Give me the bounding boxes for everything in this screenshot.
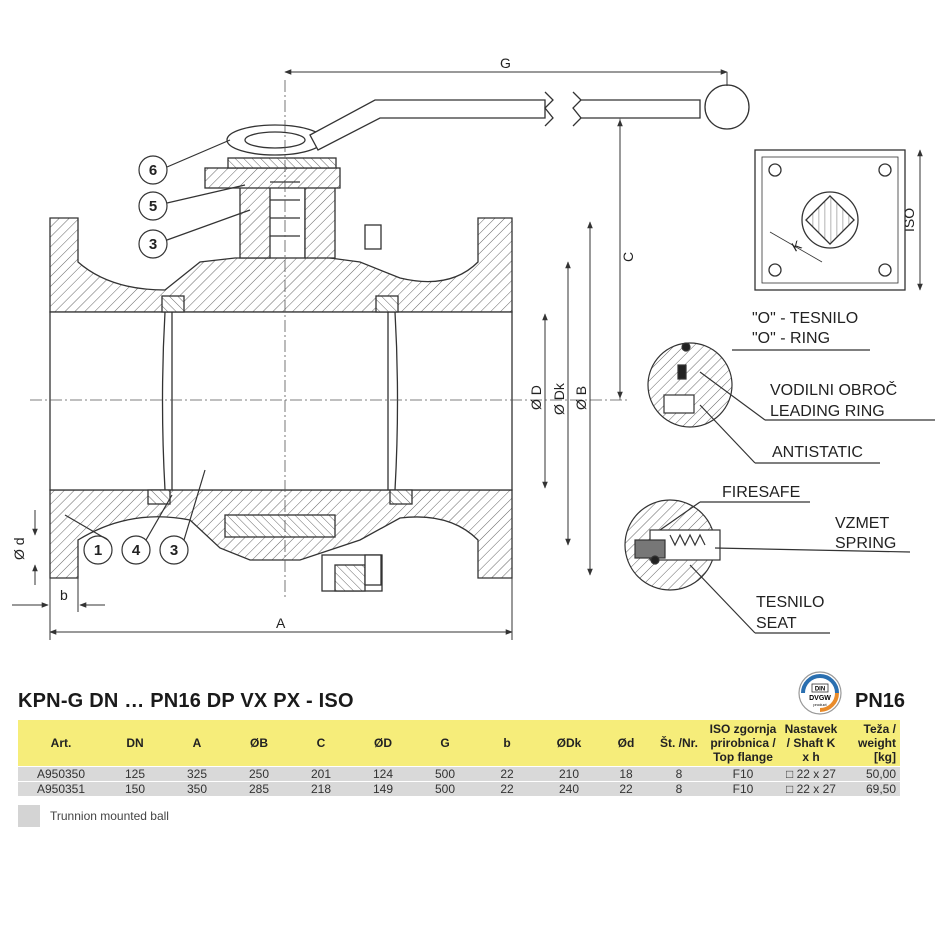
- dim-B: Ø B: [573, 386, 589, 410]
- spec-table: Art. DN A ØB C ØD G b ØDk Ød Št. /Nr. IS…: [18, 720, 900, 796]
- handle-lever: [226, 84, 750, 156]
- label-leading-si: VODILNI OBROČ: [770, 380, 897, 399]
- col-dk: ØDk: [538, 720, 600, 767]
- callout-5: 5: [149, 198, 157, 215]
- dim-d: Ø d: [11, 537, 27, 560]
- svg-text:DVGW: DVGW: [809, 695, 831, 702]
- dimension-lines: [12, 69, 923, 640]
- dim-G: G: [500, 55, 511, 71]
- col-d-dia: ØD: [352, 720, 414, 767]
- dim-Dk: Ø Dk: [551, 382, 567, 415]
- label-antistatic: ANTISTATIC: [772, 444, 863, 461]
- callout-4: 4: [132, 542, 141, 559]
- col-b-dia: ØB: [228, 720, 290, 767]
- callout-3a: 3: [149, 236, 157, 253]
- product-title: KPN-G DN … PN16 DP VX PX - ISO: [18, 690, 354, 712]
- col-nr: Št. /Nr.: [652, 720, 706, 767]
- col-shaft: Nastavek / Shaft K x h: [780, 720, 842, 767]
- dim-D: Ø D: [528, 385, 544, 410]
- label-firesafe: FIRESAFE: [722, 484, 800, 501]
- table-row: A950351 150 350 285 218 149 500 22 240 2…: [18, 781, 900, 796]
- col-a: A: [166, 720, 228, 767]
- col-c: C: [290, 720, 352, 767]
- svg-text:DIN: DIN: [815, 687, 825, 693]
- valve-body-section: [49, 157, 513, 592]
- callout-1: 1: [94, 542, 102, 559]
- callout-3b: 3: [170, 542, 178, 559]
- legend-swatch: [18, 805, 40, 827]
- dim-C: C: [620, 252, 636, 262]
- label-seat-si: TESNILO: [756, 594, 824, 611]
- din-dvgw-logo: DIN DVGW product: [798, 671, 842, 715]
- col-d: Ød: [600, 720, 652, 767]
- dim-b: b: [60, 587, 68, 603]
- col-dn: DN: [104, 720, 166, 767]
- valve-technical-drawing: G C A b Ø d Ø D Ø Dk Ø B ISO 6 5 3 1 4 3: [11, 55, 935, 640]
- spec-table-header: Art. DN A ØB C ØD G b ØDk Ød Št. /Nr. IS…: [18, 720, 900, 767]
- label-seat-en: SEAT: [756, 615, 797, 632]
- pressure-rating: PN16: [855, 690, 906, 712]
- label-spring-en: SPRING: [835, 535, 896, 552]
- col-art: Art.: [18, 720, 104, 767]
- col-iso: ISO zgornja prirobnica / Top flange: [706, 720, 780, 767]
- label-spring-si: VZMET: [835, 515, 889, 532]
- col-weight: Teža / weight [kg]: [842, 720, 900, 767]
- table-row: A950350 125 325 250 201 124 500 22 210 1…: [18, 766, 900, 782]
- dim-A: A: [276, 615, 286, 631]
- iso-flange-view: [754, 149, 906, 291]
- part-callouts: [64, 139, 251, 565]
- label-oring-en: "O" - RING: [752, 330, 830, 347]
- legend-text: Trunnion mounted ball: [50, 809, 169, 823]
- legend: Trunnion mounted ball: [18, 805, 169, 827]
- detail-oring: [647, 342, 935, 464]
- col-g: G: [414, 720, 476, 767]
- callout-6: 6: [149, 162, 157, 179]
- col-b: b: [476, 720, 538, 767]
- label-oring-si: "O" - TESNILO: [752, 310, 858, 327]
- label-leading-en: LEADING RING: [770, 403, 885, 420]
- svg-text:product: product: [813, 702, 827, 707]
- detail-firesafe: [624, 499, 911, 634]
